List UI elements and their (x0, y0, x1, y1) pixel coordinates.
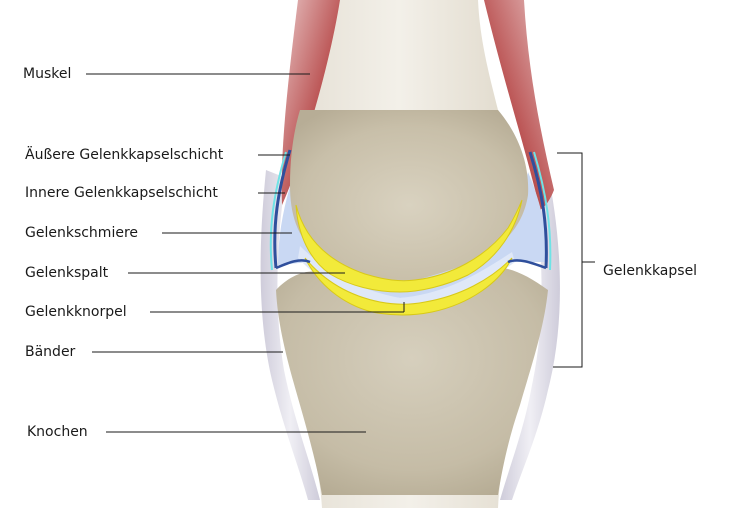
leader-lines (86, 73, 595, 433)
label-gelenkspalt: Gelenkspalt (25, 265, 109, 281)
label-gelenkschmiere: Gelenkschmiere (25, 225, 139, 241)
cartilage-upper (295, 199, 523, 293)
label-gelenkkapsel: Gelenkkapsel (603, 263, 698, 279)
label-innere-gelenkkapselschicht: Innere Gelenkkapselschicht (25, 185, 218, 201)
capsule-outer-right (528, 151, 548, 269)
label-knochen: Knochen (27, 424, 88, 440)
lower-bone (276, 266, 548, 495)
upper-bone (290, 110, 529, 283)
label-baender: Bänder (25, 344, 76, 360)
gelenkkapsel-bracket (553, 152, 583, 368)
capsule-inner-right (533, 151, 552, 271)
label-muskel: Muskel (23, 66, 72, 82)
upper-bone-shaft (300, 0, 498, 110)
joint-space (298, 246, 515, 306)
capsule-outer-left (273, 149, 292, 269)
capsule-lower-left (275, 259, 311, 270)
capsule-inner-left (269, 151, 287, 271)
label-aeussere-gelenkkapselschicht: Äußere Gelenkkapselschicht (25, 147, 224, 163)
label-gelenkknorpel: Gelenkknorpel (25, 304, 127, 320)
capsule-lower-right (507, 259, 547, 270)
